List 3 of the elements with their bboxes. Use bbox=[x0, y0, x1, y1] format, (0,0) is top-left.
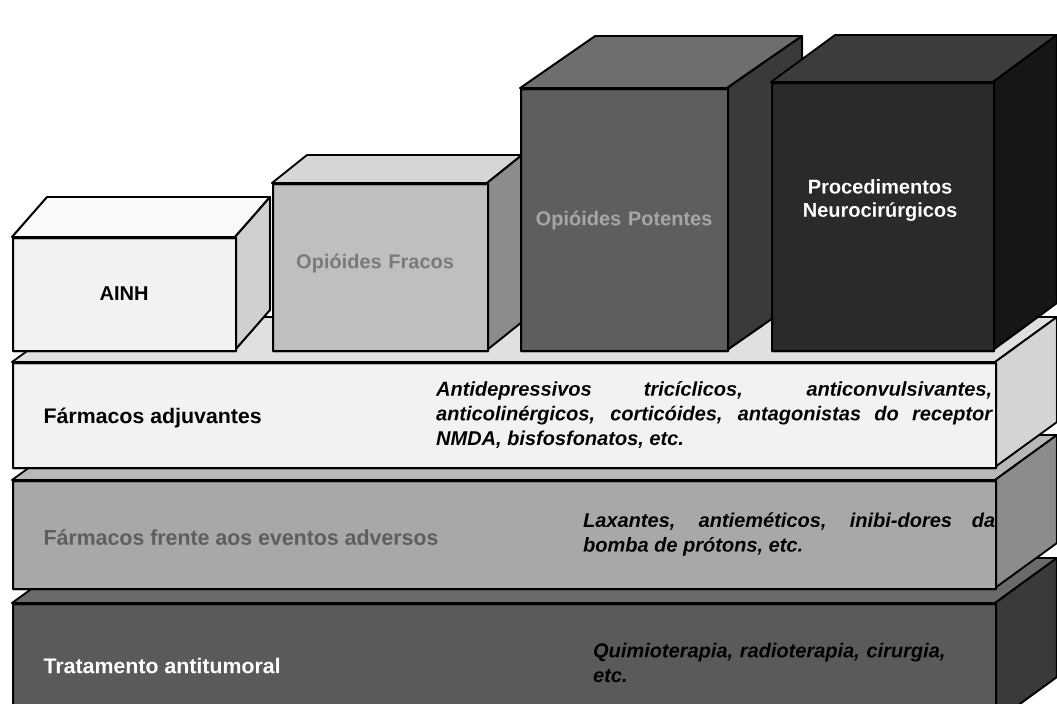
cube: Opióides Fracos bbox=[270, 153, 524, 353]
cube: Procedimentos Neurocirúrgicos bbox=[769, 33, 1057, 353]
cube: AINH bbox=[10, 195, 272, 353]
